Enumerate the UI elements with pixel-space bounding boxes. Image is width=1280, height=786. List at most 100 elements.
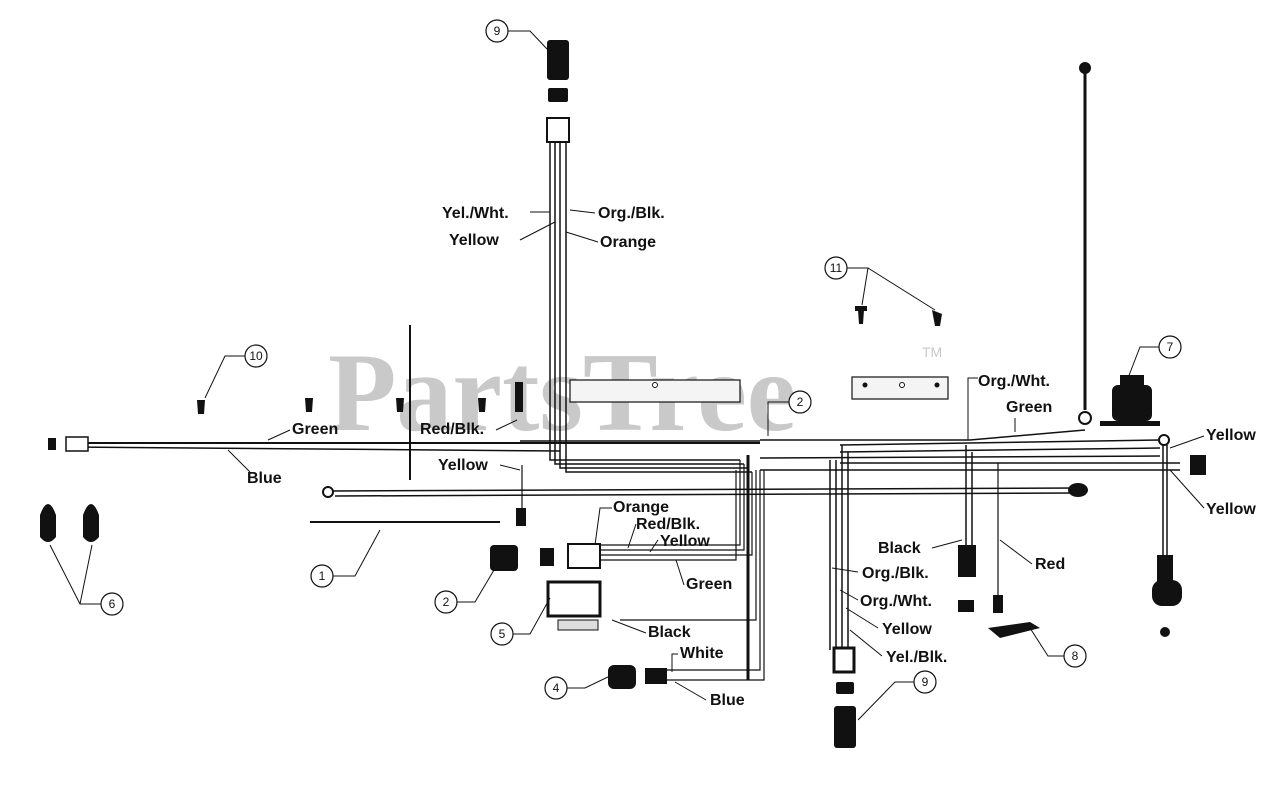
label-white-low: White (680, 645, 724, 662)
leader-blue-left (227, 449, 251, 473)
label-green-mid: Green (686, 576, 732, 593)
leader-green-left (267, 429, 291, 441)
module-5-base (557, 619, 599, 631)
top-connector-plug (548, 88, 568, 102)
bundle-v4 (565, 140, 752, 473)
trunk-blue (69, 446, 561, 452)
right-ring (1158, 434, 1170, 446)
clip-3 (396, 398, 404, 412)
watermark-tm: TM (922, 344, 942, 360)
lower-plug (836, 682, 854, 694)
wire-labels: Yel./Wht. Org./Blk. Yellow Orange Org./W… (227, 205, 1256, 709)
ring-terminal-left (322, 486, 334, 498)
bracket-hole-4 (934, 382, 940, 388)
label-yellow-far-bottom: Yellow (1206, 501, 1256, 518)
label-yellow-left: Yellow (438, 457, 488, 474)
solenoid-base (1100, 421, 1160, 426)
lead-end-ring (1078, 411, 1092, 425)
label-yellow-mid: Yellow (660, 533, 710, 550)
label-blue-left: Blue (247, 470, 282, 487)
left-end-connector (65, 436, 89, 452)
bundle-drop-white (665, 470, 761, 671)
leader-yellow-left (499, 464, 521, 471)
lower-harness-end (832, 646, 856, 674)
leaders-lower (831, 567, 883, 657)
battery-cable-1 (329, 487, 1081, 492)
callout-10-text: 10 (249, 349, 263, 363)
callout-7-text: 7 (1167, 340, 1174, 354)
bulb-1 (40, 504, 56, 542)
callouts: 9 11 7 10 2 1 2 6 5 4 9 8 (49, 19, 1182, 721)
bundle-drop-black (620, 470, 757, 621)
module-5 (546, 580, 602, 618)
trunk-right-b (839, 447, 1161, 453)
label-black-mid: Black (648, 624, 691, 641)
bundle-drop-blue (665, 470, 765, 681)
trunk-right-a (839, 439, 1161, 446)
bracket-right (851, 376, 949, 400)
parts (40, 40, 1206, 748)
switch-4-plug (645, 668, 667, 684)
callout-8-leader (1029, 627, 1064, 657)
leader-red-right (999, 539, 1033, 565)
callout-6-leader (49, 544, 101, 605)
callout-4-leader (567, 675, 611, 689)
label-orange-mid: Orange (613, 499, 669, 516)
label-red-blk-mid: Red/Blk. (636, 516, 700, 533)
far-right-module (1152, 580, 1182, 606)
label-yel-wht-top: Yel./Wht. (442, 205, 509, 222)
bracket-hole-3 (899, 382, 905, 388)
label-red-blk-left: Red/Blk. (420, 421, 484, 438)
trunk-green-right (760, 429, 1086, 441)
callout-11-text: 11 (830, 261, 843, 275)
callout-2-low-text: 2 (443, 595, 450, 609)
callout-5-text: 5 (499, 627, 506, 641)
far-right-end (1160, 627, 1170, 637)
callout-8-text: 8 (1072, 649, 1079, 663)
clip-5 (515, 382, 523, 412)
callout-1-text: 1 (319, 569, 326, 583)
clip-4 (478, 398, 486, 412)
label-orange-top: Orange (600, 234, 656, 251)
switch-4 (608, 665, 636, 689)
far-right-module-neck (1157, 555, 1173, 583)
clip-2 (305, 398, 313, 412)
leaders-mid (594, 507, 707, 701)
top-harness-end (546, 117, 570, 143)
callout-7-leader (1127, 346, 1159, 379)
label-yellow-lower: Yellow (882, 621, 932, 638)
switch-2 (490, 545, 518, 571)
callout-2-top-text: 2 (797, 395, 804, 409)
bundle-drop-1 (600, 460, 741, 546)
bulb-2 (83, 504, 99, 542)
label-red-right: Red (1035, 556, 1065, 573)
clip-1 (197, 400, 205, 414)
black-connector-pin (958, 600, 974, 612)
label-yellow-far-top: Yellow (1206, 427, 1256, 444)
callout-5-leader (513, 597, 551, 635)
callout-9-low-leader (857, 681, 914, 721)
red-terminal (993, 595, 1003, 613)
label-green-right: Green (1006, 399, 1052, 416)
label-green-left: Green (292, 421, 338, 438)
callout-2-low-leader (457, 569, 495, 603)
bracket-left (569, 379, 741, 403)
callout-6-text: 6 (109, 597, 116, 611)
label-yel-blk-lower: Yel./Blk. (886, 649, 947, 666)
callout-1-leader (333, 529, 381, 577)
leaders-top (519, 209, 599, 243)
callout-9-low-text: 9 (922, 675, 929, 689)
small-connector (516, 508, 526, 526)
solenoid (1112, 385, 1152, 421)
label-org-blk-lower: Org./Blk. (862, 565, 929, 582)
lower-connector (834, 706, 856, 748)
top-connector (547, 40, 569, 80)
leader-red-blk-left (495, 419, 518, 431)
callout-9-top-text: 9 (494, 24, 501, 38)
callout-4-text: 4 (553, 681, 560, 695)
bundle-v3 (559, 140, 748, 469)
bracket-hole-2 (862, 382, 868, 388)
label-blue-low: Blue (710, 692, 745, 709)
bundle-v1 (549, 140, 740, 461)
